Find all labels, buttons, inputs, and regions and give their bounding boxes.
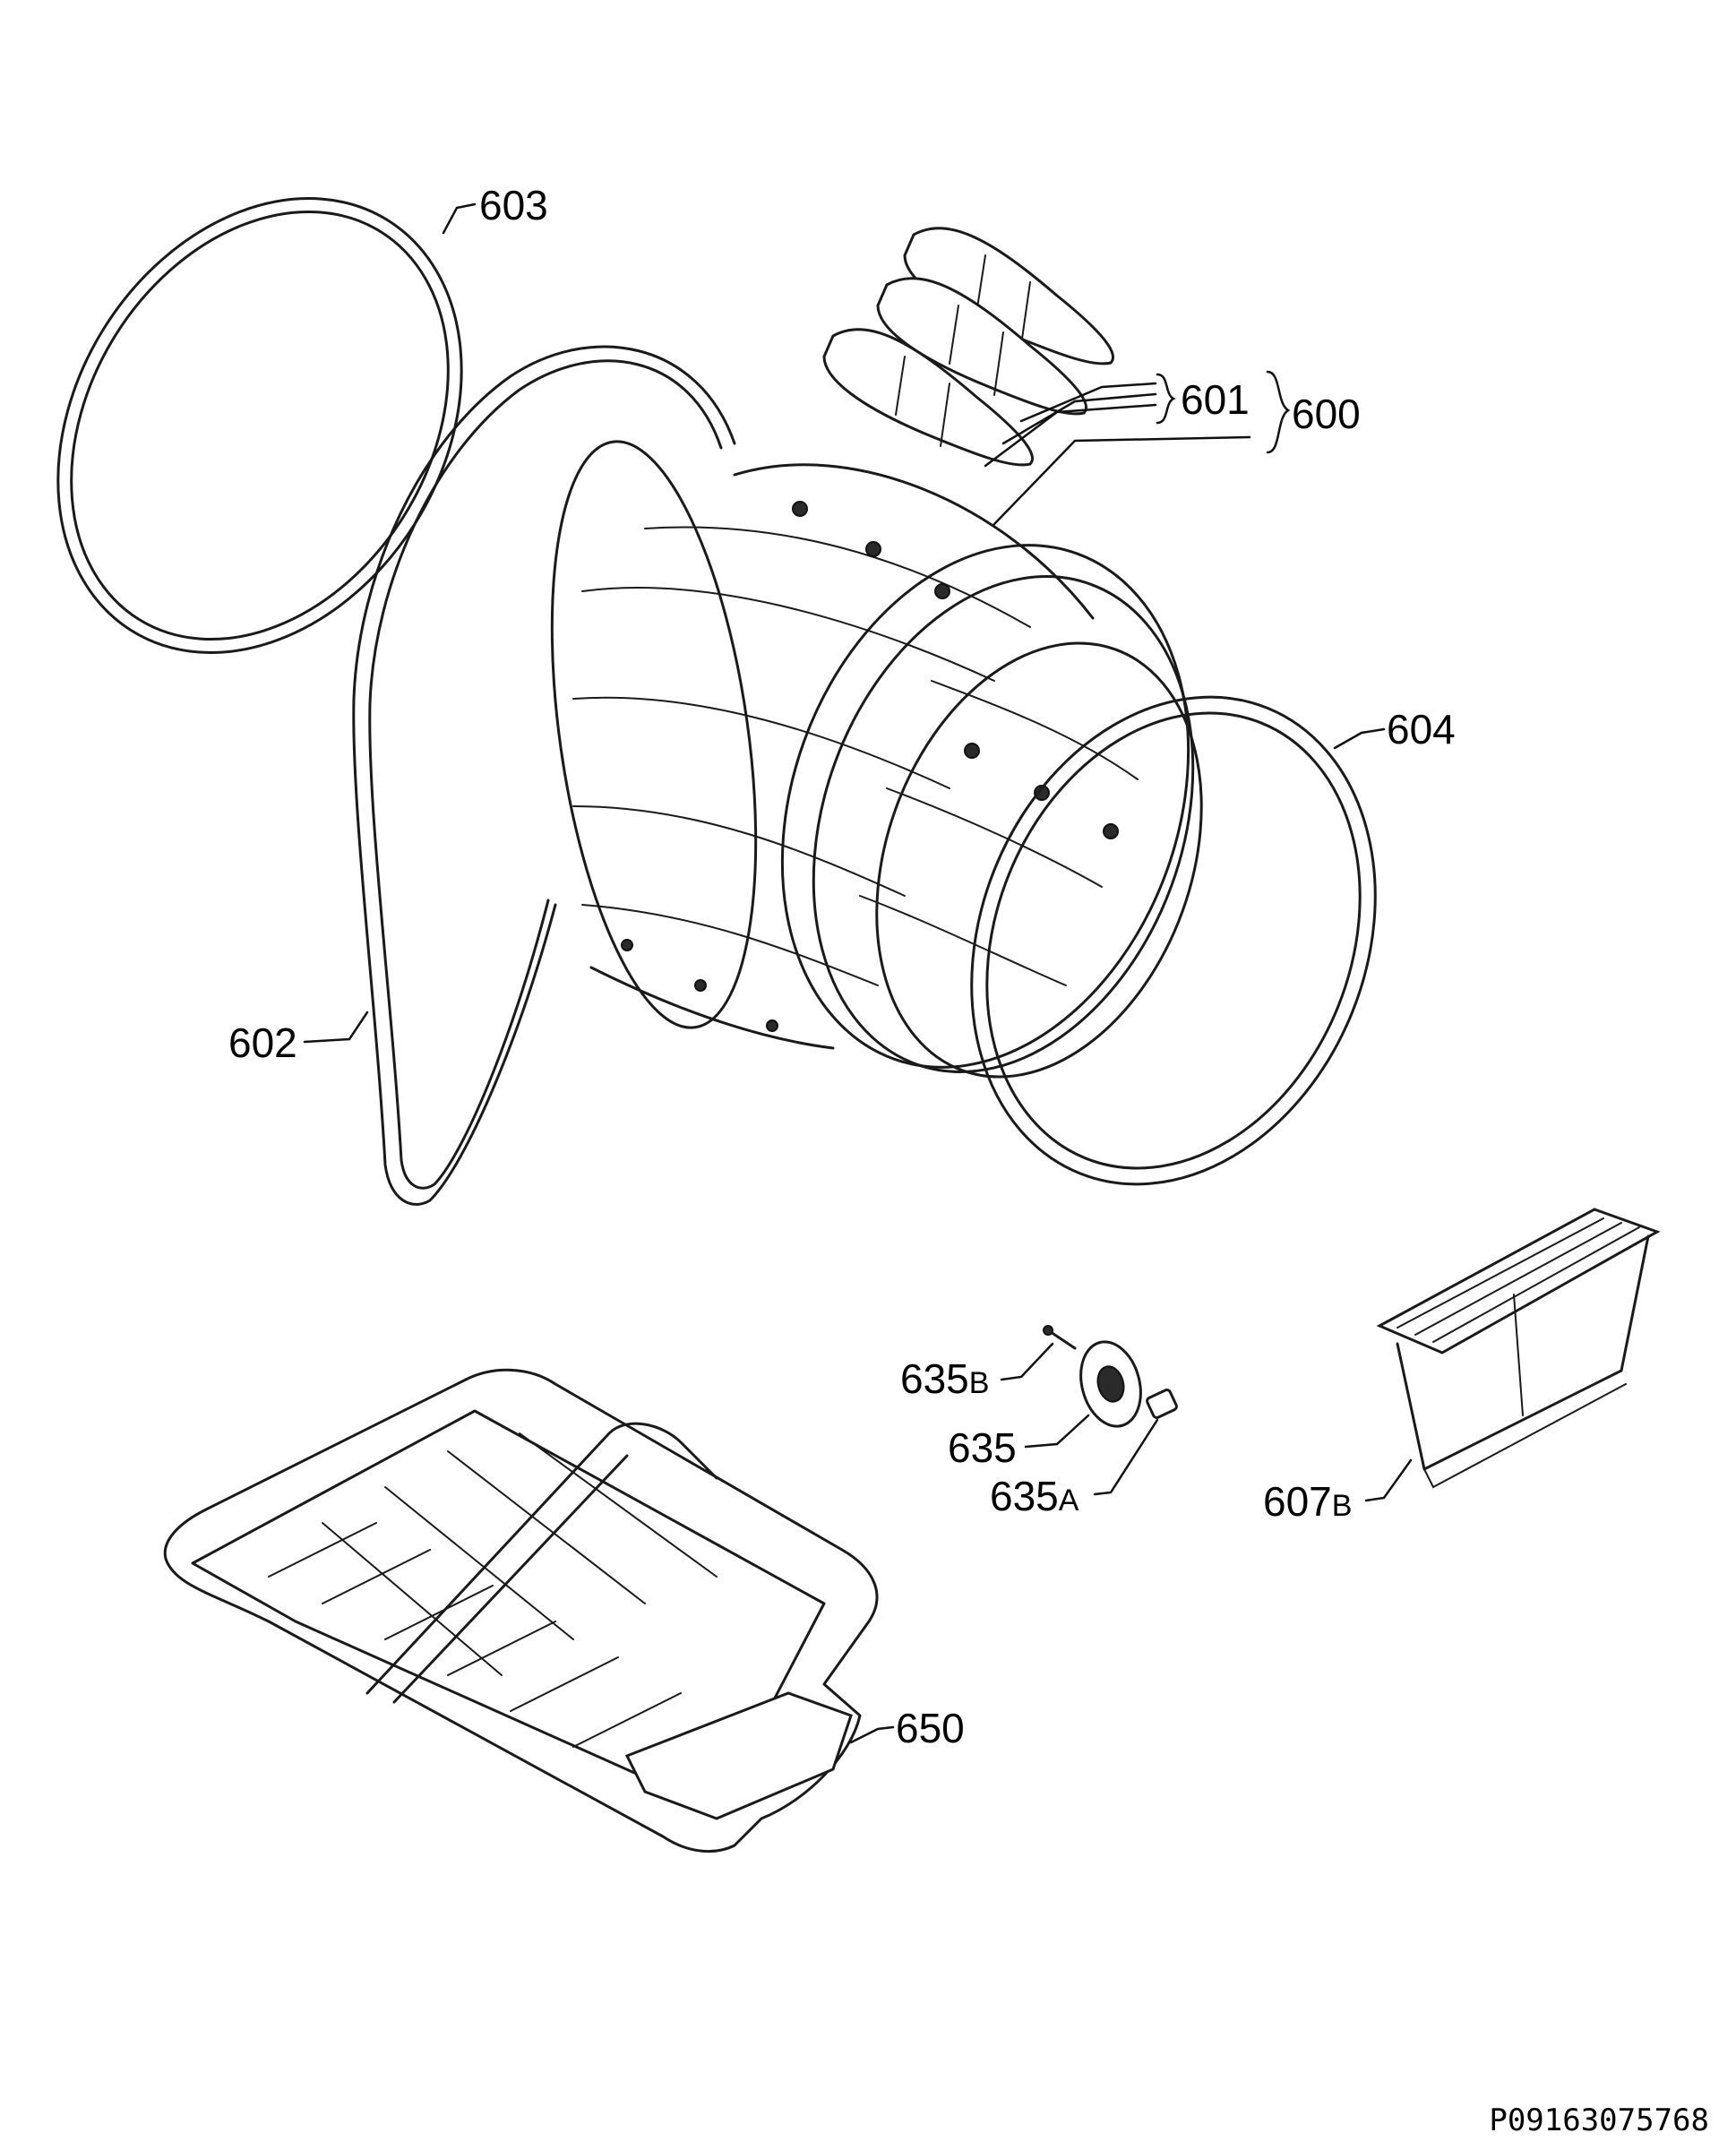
part-635-wheel	[1079, 1340, 1142, 1428]
label-635b-number: 635	[900, 1355, 969, 1402]
reference-code: P09163075768	[1489, 2103, 1709, 2138]
label-604: 604	[1387, 706, 1456, 752]
label-607b: 607B	[1263, 1478, 1352, 1525]
part-607b-filter	[1376, 1208, 1661, 1489]
label-635: 635	[948, 1424, 1017, 1471]
part-604-front-seal	[970, 695, 1377, 1186]
part-600-drum	[550, 440, 1203, 1079]
label-607b-suffix: B	[1332, 1489, 1353, 1523]
label-607b-number: 607	[1263, 1478, 1332, 1525]
part-635b-screw	[1043, 1325, 1077, 1350]
brace-600	[1266, 370, 1291, 454]
part-635a-nut	[1146, 1389, 1178, 1419]
label-635b: 635B	[900, 1355, 989, 1402]
label-600: 600	[1292, 391, 1361, 437]
label-635a-number: 635	[990, 1473, 1059, 1519]
brace-601	[1156, 373, 1176, 425]
label-603: 603	[479, 182, 548, 228]
label-601: 601	[1181, 376, 1250, 423]
leader-lines	[303, 202, 1413, 1744]
part-602-belt	[352, 345, 736, 1206]
label-602: 602	[228, 1019, 297, 1066]
part-603-rear-seal	[56, 197, 463, 654]
label-635a: 635A	[990, 1473, 1079, 1519]
part-650-basket	[163, 1368, 879, 1853]
label-635b-suffix: B	[969, 1366, 990, 1400]
part-601-paddles	[822, 227, 1114, 467]
label-650: 650	[896, 1705, 965, 1751]
label-635a-suffix: A	[1059, 1484, 1079, 1518]
